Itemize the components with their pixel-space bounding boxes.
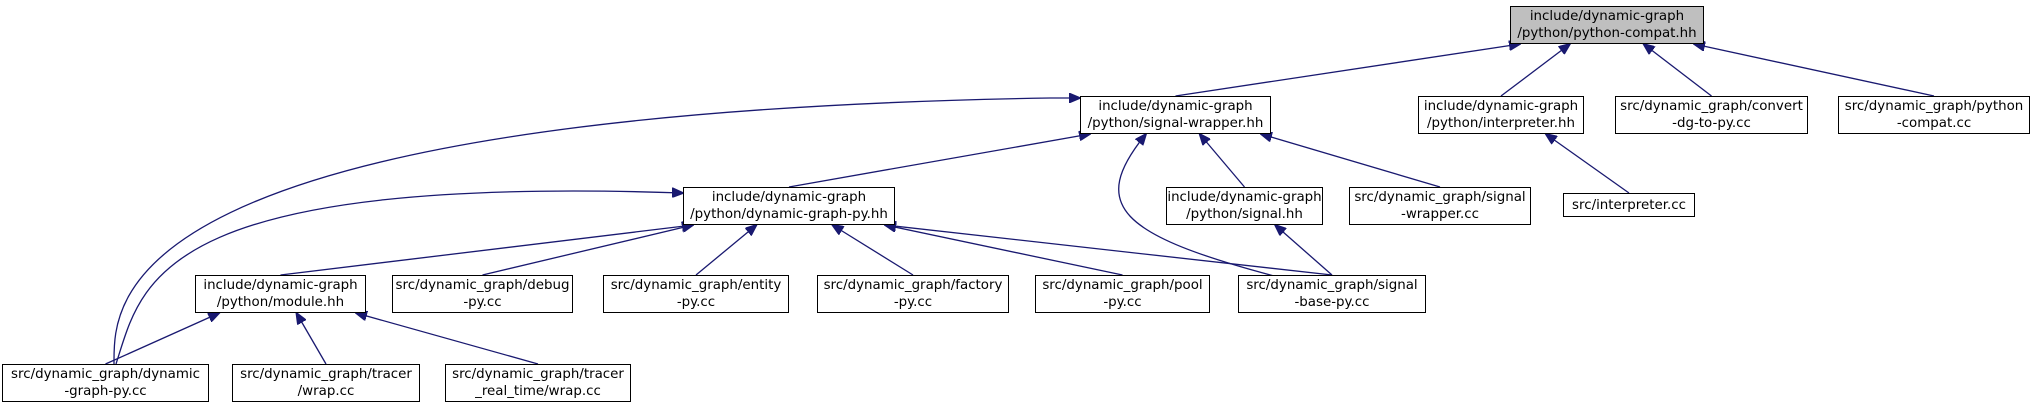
edge-signal-base-py-cc-to-signal-wrapper-hh bbox=[1118, 134, 1279, 278]
edge-entity-py-cc-to-dynamic-graph-py-hh bbox=[695, 225, 756, 276]
node-signal-wrapper-cc[interactable]: src/dynamic_graph/signal-wrapper.cc bbox=[1349, 187, 1531, 225]
node-label: src/dynamic_graph/python-compat.cc bbox=[1844, 99, 2024, 131]
node-signal-base-py-cc[interactable]: src/dynamic_graph/signal-base-py.cc bbox=[1238, 275, 1426, 313]
node-tracer-wrap-cc[interactable]: src/dynamic_graph/tracer/wrap.cc bbox=[232, 364, 420, 402]
edge-dynamic-graph-py-cc-to-module-hh bbox=[105, 313, 220, 365]
node-label: src/dynamic_graph/debug-py.cc bbox=[395, 278, 570, 310]
edge-python-compat-cc-to-python-compat-hh bbox=[1694, 44, 1935, 97]
edge-pool-py-cc-to-dynamic-graph-py-hh bbox=[885, 225, 1123, 276]
node-label: include/dynamic-graph/python/module.hh bbox=[203, 278, 358, 310]
node-interpreter-hh[interactable]: include/dynamic-graph/python/interpreter… bbox=[1418, 96, 1584, 134]
node-python-compat-cc[interactable]: src/dynamic_graph/python-compat.cc bbox=[1838, 96, 2030, 134]
node-label: src/interpreter.cc bbox=[1572, 197, 1686, 213]
node-dynamic-graph-py-cc[interactable]: src/dynamic_graph/dynamic-graph-py.cc bbox=[2, 364, 209, 402]
node-label: include/dynamic-graph/python/signal.hh bbox=[1167, 190, 1322, 222]
node-label: src/dynamic_graph/tracer/wrap.cc bbox=[240, 367, 412, 399]
node-label: src/dynamic_graph/factory-py.cc bbox=[823, 278, 1003, 310]
node-label: src/dynamic_graph/tracer_real_time/wrap.… bbox=[452, 367, 624, 399]
edge-signal-wrapper-hh-to-python-compat-hh bbox=[1175, 44, 1521, 97]
node-label: src/dynamic_graph/convert-dg-to-py.cc bbox=[1620, 99, 1803, 131]
node-label: src/dynamic_graph/signal-base-py.cc bbox=[1246, 278, 1418, 310]
edge-signal-base-py-cc-to-signal-hh bbox=[1275, 225, 1333, 276]
node-entity-py-cc[interactable]: src/dynamic_graph/entity-py.cc bbox=[603, 275, 789, 313]
node-signal-wrapper-hh[interactable]: include/dynamic-graph/python/signal-wrap… bbox=[1080, 96, 1271, 134]
node-pool-py-cc[interactable]: src/dynamic_graph/pool-py.cc bbox=[1035, 275, 1210, 313]
node-interpreter-cc[interactable]: src/interpreter.cc bbox=[1563, 193, 1695, 217]
node-label: src/dynamic_graph/signal-wrapper.cc bbox=[1354, 190, 1526, 222]
node-debug-py-cc[interactable]: src/dynamic_graph/debug-py.cc bbox=[392, 275, 573, 313]
node-label: include/dynamic-graph/python/dynamic-gra… bbox=[690, 190, 888, 222]
node-signal-hh[interactable]: include/dynamic-graph/python/signal.hh bbox=[1166, 187, 1323, 225]
edge-tracer-rt-wrap-cc-to-module-hh bbox=[356, 313, 539, 365]
edge-interpreter-cc-to-interpreter-hh bbox=[1546, 134, 1630, 194]
edge-factory-py-cc-to-dynamic-graph-py-hh bbox=[832, 225, 914, 276]
node-label: src/dynamic_graph/entity-py.cc bbox=[610, 278, 782, 310]
edge-signal-hh-to-signal-wrapper-hh bbox=[1200, 134, 1245, 188]
edge-convert-dg-to-py-cc-to-python-compat-hh bbox=[1644, 44, 1712, 97]
node-module-hh[interactable]: include/dynamic-graph/python/module.hh bbox=[195, 275, 366, 313]
node-factory-py-cc[interactable]: src/dynamic_graph/factory-py.cc bbox=[817, 275, 1009, 313]
node-label: include/dynamic-graph/python/python-comp… bbox=[1517, 9, 1697, 41]
node-label: src/dynamic_graph/dynamic-graph-py.cc bbox=[11, 367, 200, 399]
edge-dynamic-graph-py-cc-to-signal-wrapper-hh bbox=[113, 98, 1080, 365]
node-python-compat-hh: include/dynamic-graph/python/python-comp… bbox=[1510, 6, 1704, 44]
node-label: include/dynamic-graph/python/signal-wrap… bbox=[1087, 99, 1264, 131]
edge-interpreter-hh-to-python-compat-hh bbox=[1500, 44, 1570, 97]
edge-dynamic-graph-py-cc-to-dynamic-graph-py-hh bbox=[115, 191, 683, 365]
edge-debug-py-cc-to-dynamic-graph-py-hh bbox=[482, 225, 694, 276]
edge-dynamic-graph-py-hh-to-signal-wrapper-hh bbox=[788, 134, 1090, 188]
node-convert-dg-to-py-cc[interactable]: src/dynamic_graph/convert-dg-to-py.cc bbox=[1615, 96, 1808, 134]
edge-module-hh-to-dynamic-graph-py-hh bbox=[280, 225, 694, 276]
edge-tracer-wrap-cc-to-module-hh bbox=[296, 313, 327, 365]
node-tracer-rt-wrap-cc[interactable]: src/dynamic_graph/tracer_real_time/wrap.… bbox=[445, 364, 631, 402]
node-dynamic-graph-py-hh[interactable]: include/dynamic-graph/python/dynamic-gra… bbox=[683, 187, 895, 225]
node-label: src/dynamic_graph/pool-py.cc bbox=[1042, 278, 1203, 310]
edge-signal-wrapper-cc-to-signal-wrapper-hh bbox=[1261, 134, 1441, 188]
edge-signal-base-py-cc-to-dynamic-graph-py-hh bbox=[885, 225, 1333, 276]
node-label: include/dynamic-graph/python/interpreter… bbox=[1423, 99, 1579, 131]
